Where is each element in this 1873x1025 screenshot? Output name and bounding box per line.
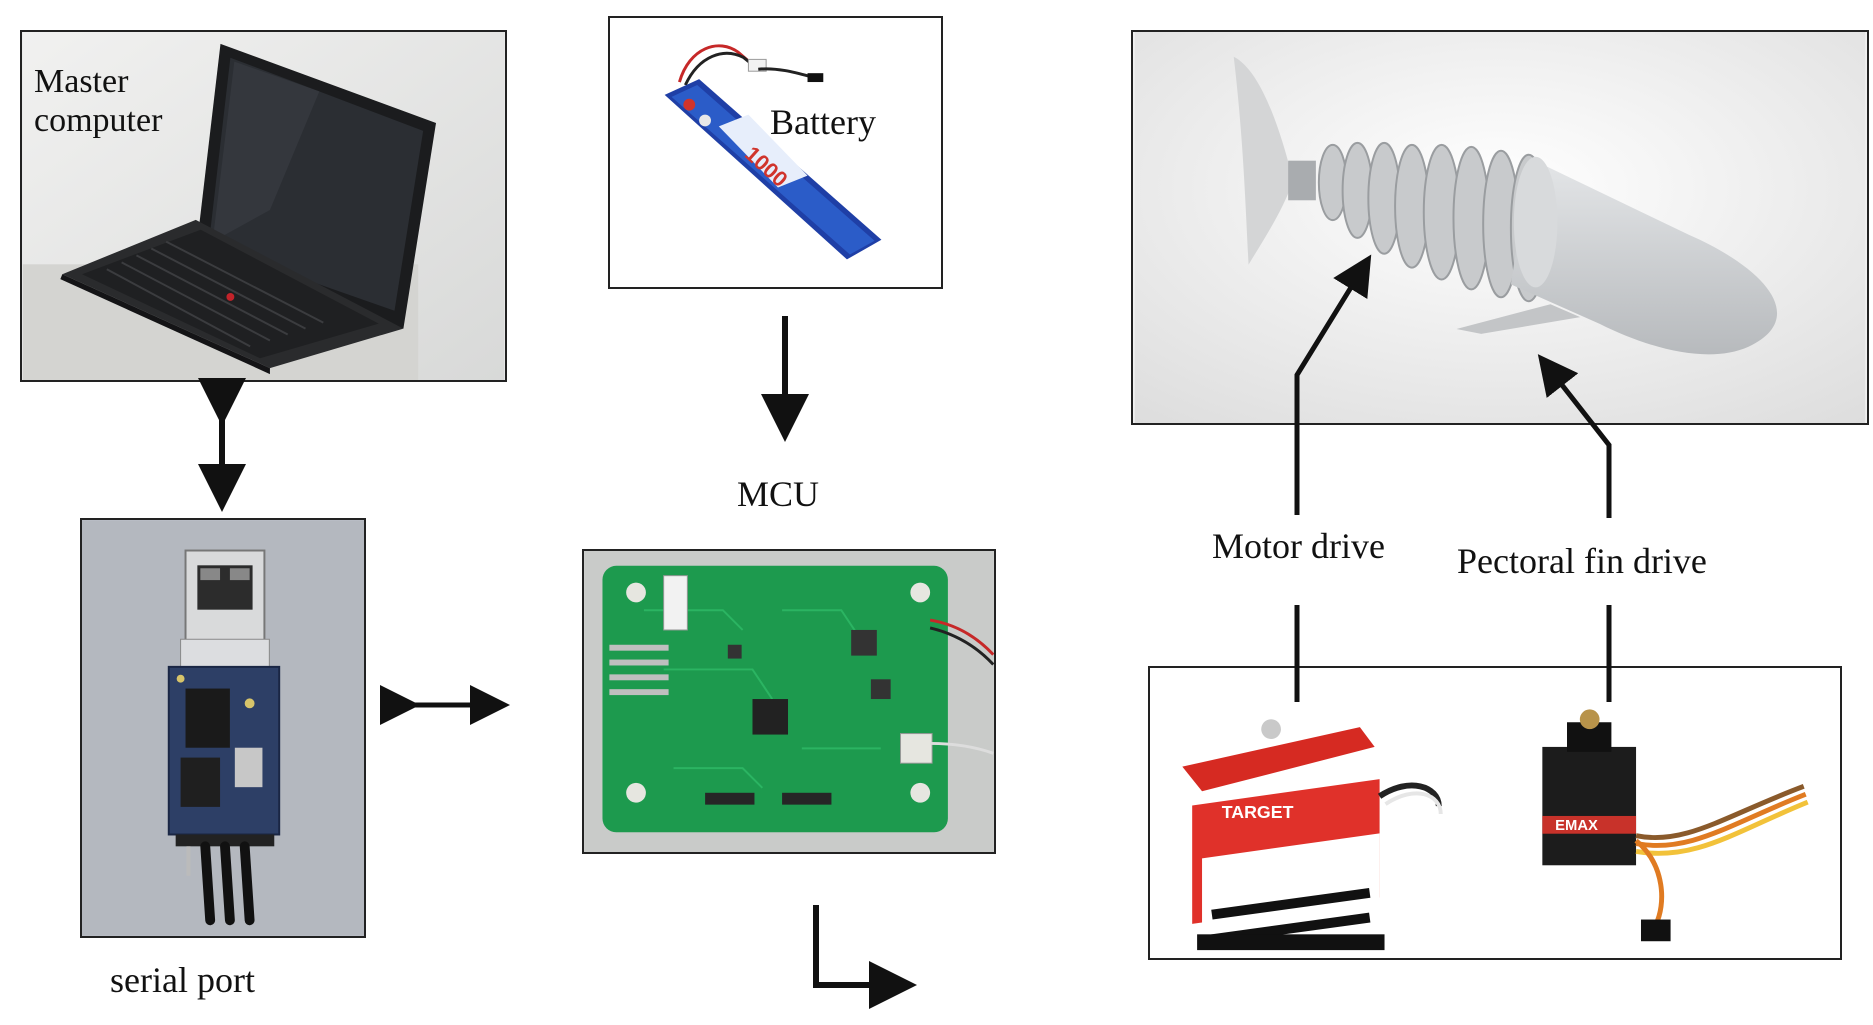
mcu-photo-panel bbox=[582, 549, 996, 854]
fish-robot-image bbox=[1134, 32, 1866, 423]
master-computer-label-line1: Master bbox=[34, 63, 129, 100]
usb-serial-adapter-image bbox=[82, 520, 364, 936]
serial-port-photo-panel bbox=[80, 518, 366, 938]
master-computer-label: Master computer bbox=[34, 62, 162, 140]
motor-drive-label: Motor drive bbox=[1212, 526, 1385, 566]
mcu-board-image bbox=[584, 551, 994, 852]
master-computer-label-line2: computer bbox=[34, 102, 163, 140]
mcu-label: MCU bbox=[737, 474, 820, 514]
servo-photo-panel: TARGET EMAX bbox=[1148, 666, 1842, 960]
servo-motors-image: TARGET EMAX bbox=[1182, 709, 1809, 951]
fish-robot-photo-panel bbox=[1131, 30, 1869, 425]
pectoral-fin-drive-label: Pectoral fin drive bbox=[1457, 541, 1707, 581]
serial-port-label: serial port bbox=[110, 960, 255, 1000]
servo-small-brand-text: EMAX bbox=[1555, 818, 1598, 834]
mcu-output-arrow bbox=[813, 905, 917, 1009]
laptop-photo-panel: Master computer bbox=[20, 30, 507, 382]
battery-photo-panel: 1000 Battery bbox=[608, 16, 943, 289]
battery-label: Battery bbox=[770, 102, 876, 142]
laptop-image bbox=[22, 32, 505, 380]
battery-image: 1000 bbox=[664, 44, 882, 260]
servo-large-brand-text: TARGET bbox=[1222, 802, 1294, 822]
